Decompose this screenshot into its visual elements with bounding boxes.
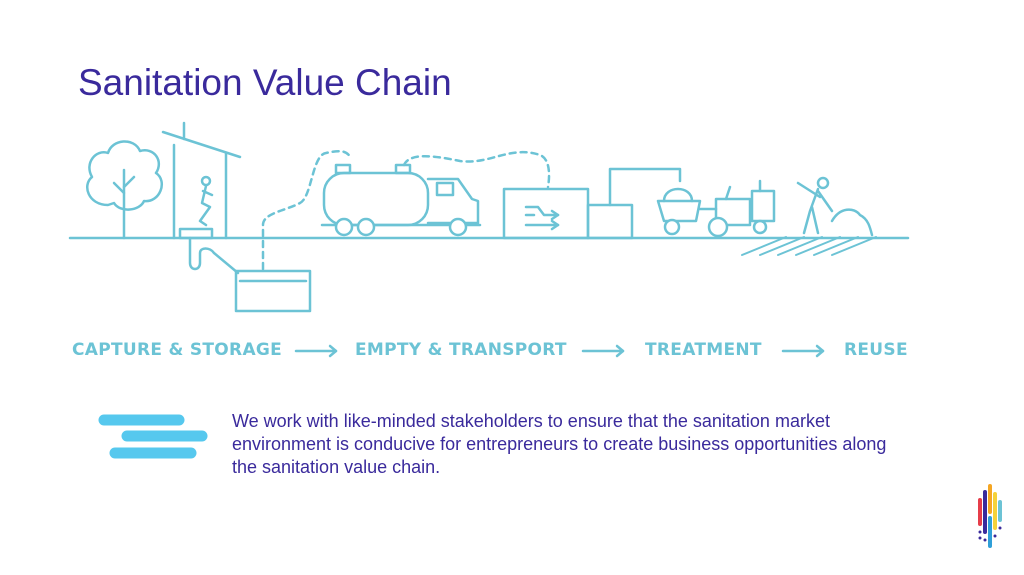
decorative-bars-icon [98, 414, 208, 459]
field-furrows [741, 236, 877, 256]
septic-tank-icon [234, 269, 312, 313]
arrow-right-icon [294, 344, 338, 358]
stage-empty-transport: EMPTY & TRANSPORT [355, 340, 567, 360]
farmer-icon [796, 176, 874, 237]
stage-treatment: TREATMENT [645, 340, 762, 360]
value-chain-stages: CAPTURE & STORAGE EMPTY & TRANSPORT TREA… [72, 340, 912, 364]
cart-tractor-icon [656, 179, 776, 238]
transport-dashed [402, 150, 551, 189]
toilet-shed-icon [161, 121, 242, 240]
tree-icon [86, 140, 163, 240]
arrow-right-icon [581, 344, 625, 358]
treatment-plant-icon [502, 167, 682, 240]
hose-dashed [261, 150, 352, 271]
organization-logo-icon [978, 484, 1002, 548]
sanitation-illustration-icon [68, 121, 910, 313]
stage-capture-storage: CAPTURE & STORAGE [72, 340, 283, 360]
arrow-right-icon [781, 344, 825, 358]
vacuum-truck-icon [320, 163, 482, 237]
stage-reuse: REUSE [844, 340, 908, 360]
pipe [188, 236, 240, 275]
description-paragraph: We work with like-minded stakeholders to… [232, 411, 887, 477]
slide-title: Sanitation Value Chain [78, 62, 452, 103]
